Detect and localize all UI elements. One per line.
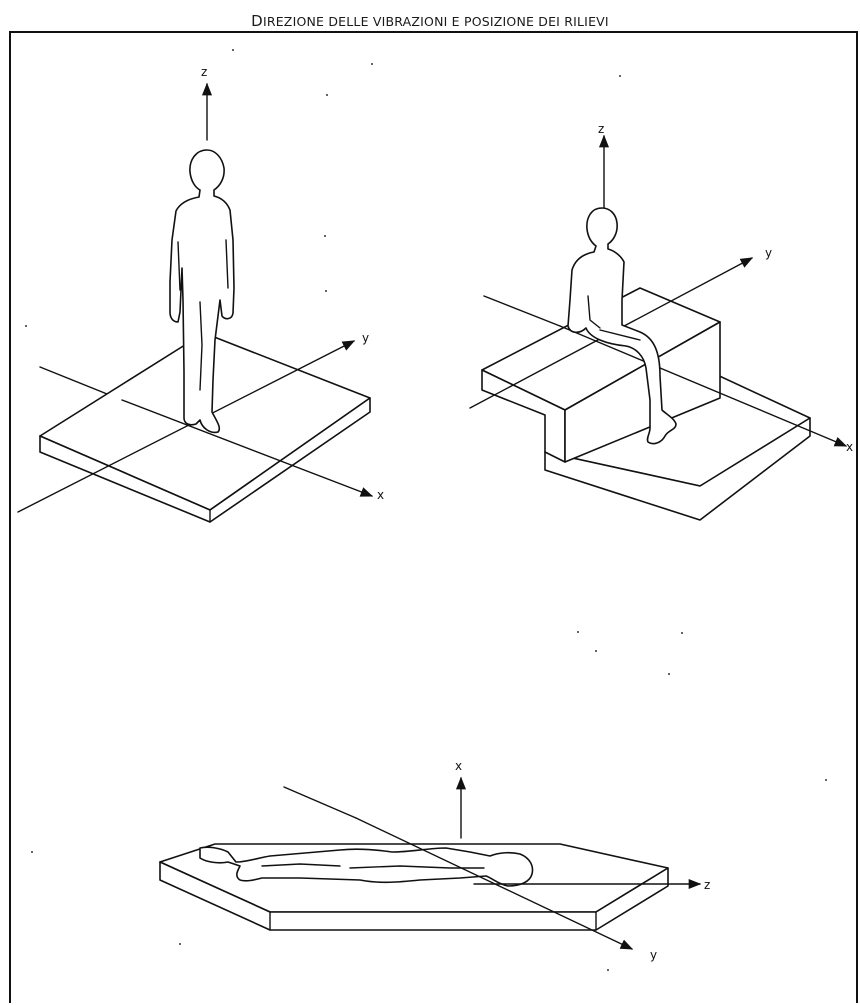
standing-y-axis: [17, 340, 356, 513]
standing-x-label: x: [377, 488, 384, 502]
standing-z-label: z: [201, 65, 207, 79]
seated-x-label: x: [846, 440, 853, 454]
scan-specks: [25, 49, 827, 971]
supine-y-axis-back: [283, 786, 357, 819]
page-title-text: DIREZIONE DELLE VIBRAZIONI E POSIZIONE D…: [251, 12, 609, 30]
seated-platform: [481, 287, 811, 521]
standing-y-label: y: [362, 331, 369, 345]
seated-x-axis: [559, 325, 848, 447]
seated-y-label: y: [765, 246, 772, 260]
standing-human-figure: [169, 149, 235, 434]
supine-human-figure: [199, 846, 534, 887]
panel-standing: z y x: [17, 65, 384, 523]
panel-supine: x z y: [159, 759, 710, 962]
figure-frame: [9, 31, 858, 1003]
seated-x-axis-back: [483, 295, 561, 327]
page-title: DIREZIONE DELLE VIBRAZIONI E POSIZIONE D…: [0, 12, 860, 30]
supine-z-label: z: [704, 878, 710, 892]
seated-human-figure: [567, 207, 677, 445]
supine-y-label: y: [650, 948, 657, 962]
seated-z-label: z: [598, 122, 604, 136]
panel-seated: z y x: [469, 122, 853, 521]
standing-x-axis: [121, 399, 374, 497]
supine-x-label: x: [455, 759, 462, 773]
